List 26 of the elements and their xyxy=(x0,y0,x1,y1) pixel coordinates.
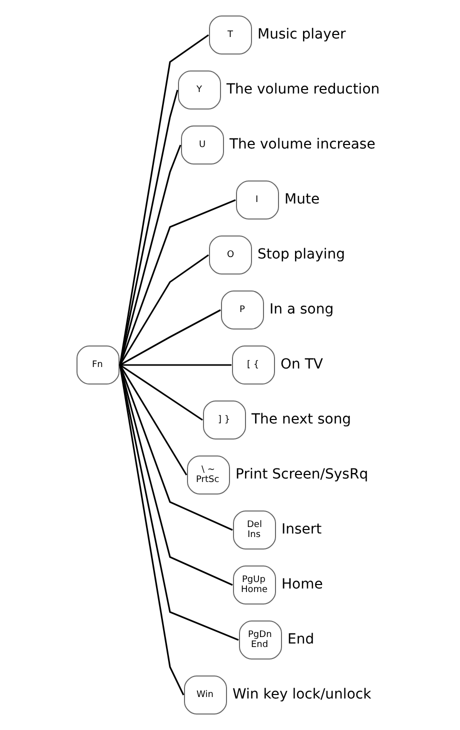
node-label: Home xyxy=(282,576,323,593)
connector xyxy=(119,34,209,366)
connector xyxy=(120,364,203,421)
connector xyxy=(119,364,239,641)
connector xyxy=(120,364,232,366)
node-label: The volume increase xyxy=(230,136,376,153)
node-label: The next song xyxy=(252,412,352,428)
connector xyxy=(119,144,182,366)
node-label: Stop playing xyxy=(258,246,346,263)
node-label: Mute xyxy=(284,192,320,208)
connector xyxy=(119,254,209,366)
node-label: Win key lock/unlock xyxy=(232,686,372,703)
node-label: Music player xyxy=(258,26,346,43)
node-label: Insert xyxy=(282,522,322,538)
connector xyxy=(119,364,233,531)
node-label: On TV xyxy=(280,356,323,373)
connector xyxy=(119,364,184,696)
node-label: End xyxy=(288,632,314,648)
node-label: Print Screen/SysRq xyxy=(236,466,368,483)
connector xyxy=(119,90,178,366)
connector xyxy=(119,364,233,586)
node-label: In a song xyxy=(270,302,334,318)
connector xyxy=(119,364,188,476)
node-label: The volume reduction xyxy=(226,82,380,98)
connector xyxy=(120,309,221,366)
connector xyxy=(119,199,236,366)
